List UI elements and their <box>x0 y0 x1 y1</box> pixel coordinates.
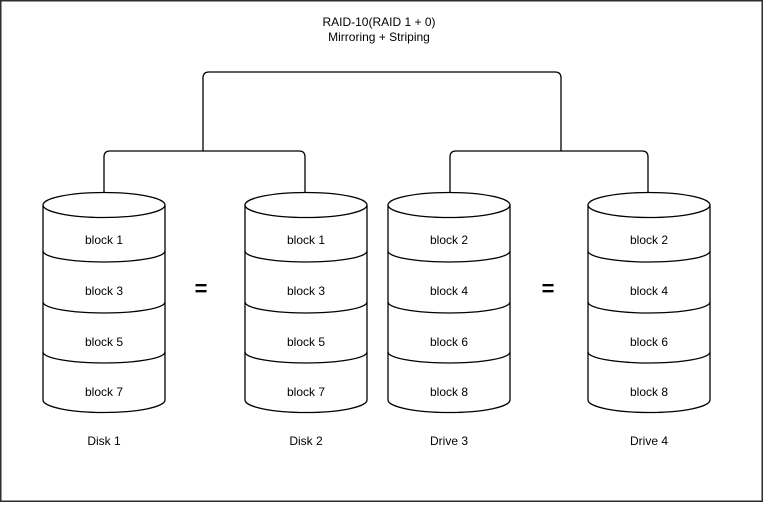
diagram-subtitle: Mirroring + Striping <box>328 30 430 44</box>
diagram-title: RAID-10(RAID 1 + 0) <box>322 15 435 29</box>
block-label: block 4 <box>630 284 668 298</box>
block-label: block 8 <box>430 385 468 399</box>
disk-cylinder-1: block 1 block 3 block 5 block 7 Disk 1 <box>42 191 166 448</box>
block-label: block 3 <box>85 284 123 298</box>
block-divider <box>587 301 711 314</box>
block-label: block 6 <box>430 335 468 349</box>
block-divider <box>42 351 166 364</box>
cylinder-top <box>587 191 711 219</box>
mirror-equals-left: = <box>195 276 208 301</box>
block-label: block 3 <box>287 284 325 298</box>
block-label: block 8 <box>630 385 668 399</box>
block-divider <box>387 351 511 364</box>
block-divider <box>244 351 368 364</box>
disk-cylinder-3: block 2 block 4 block 6 block 8 Drive 3 <box>387 191 511 448</box>
raid1-bracket-left <box>103 150 306 193</box>
block-divider <box>244 301 368 314</box>
disk-cylinder-2: block 1 block 3 block 5 block 7 Disk 2 <box>244 191 368 448</box>
cylinder-top <box>42 191 166 219</box>
mirror-equals-right: = <box>542 276 555 301</box>
disk-name-label: Disk 2 <box>289 434 323 448</box>
disk-name-label: Drive 3 <box>430 434 468 448</box>
block-label: block 7 <box>85 385 123 399</box>
block-divider <box>387 301 511 314</box>
cylinder-top <box>387 191 511 219</box>
block-divider <box>42 301 166 314</box>
block-label: block 2 <box>630 233 668 247</box>
block-label: block 5 <box>287 335 325 349</box>
block-label: block 6 <box>630 335 668 349</box>
block-label: block 5 <box>85 335 123 349</box>
cylinder-body <box>387 205 511 414</box>
raid0-bracket <box>202 71 562 151</box>
block-divider <box>244 250 368 263</box>
cylinder-body <box>587 205 711 414</box>
cylinder-top <box>244 191 368 219</box>
block-label: block 2 <box>430 233 468 247</box>
cylinder-body <box>42 205 166 414</box>
block-divider <box>587 351 711 364</box>
raid1-bracket-right <box>449 150 649 193</box>
block-label: block 4 <box>430 284 468 298</box>
block-divider <box>42 250 166 263</box>
block-label: block 7 <box>287 385 325 399</box>
block-divider <box>387 250 511 263</box>
block-label: block 1 <box>287 233 325 247</box>
block-divider <box>587 250 711 263</box>
disk-name-label: Drive 4 <box>630 434 668 448</box>
disk-cylinder-4: block 2 block 4 block 6 block 8 Drive 4 <box>587 191 711 448</box>
disk-name-label: Disk 1 <box>87 434 121 448</box>
block-label: block 1 <box>85 233 123 247</box>
cylinder-body <box>244 205 368 414</box>
